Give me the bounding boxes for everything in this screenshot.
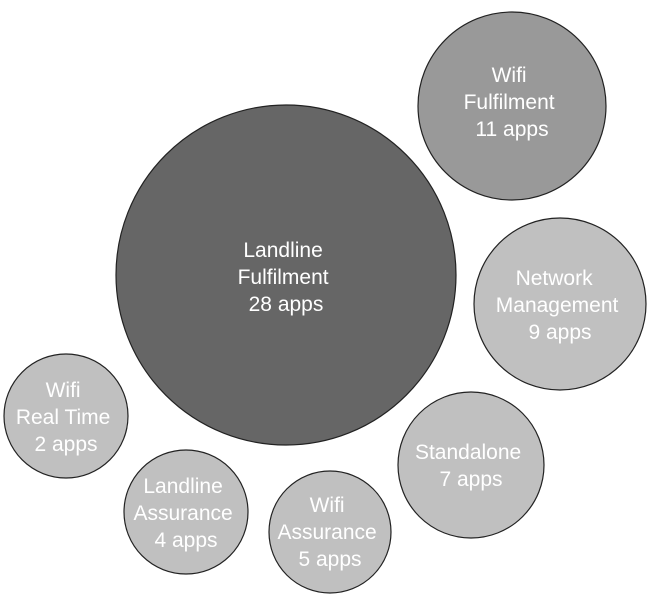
bubble-label-line: Network: [516, 267, 594, 290]
bubble-landline-assurance: Landline Assurance 4 apps: [123, 449, 249, 575]
bubble-label-line: Wifi: [310, 494, 345, 517]
bubble-standalone: Standalone 7 apps: [397, 391, 545, 539]
bubble-label-line: Landline: [143, 475, 222, 498]
bubble-landline-fulfilment: Landline Fulfilment 28 apps: [115, 104, 457, 446]
bubble-circle-landline-assurance: [123, 449, 249, 575]
bubble-label-line: 5 apps: [298, 548, 361, 571]
bubble-circle-wifi-fulfilment: [417, 11, 607, 201]
bubble-label-line: Fulfilment: [238, 266, 329, 289]
bubble-label-line: Real Time: [16, 406, 111, 429]
bubble-label-standalone: Standalone 7 apps: [415, 441, 527, 491]
bubble-label-line: 4 apps: [154, 529, 217, 552]
bubble-wifi-assurance: Wifi Assurance 5 apps: [268, 470, 392, 594]
bubble-label-line: Landline: [243, 239, 322, 262]
bubble-label-landline-assurance: Landline Assurance 4 apps: [133, 475, 238, 552]
bubble-label-line: 9 apps: [528, 321, 591, 344]
bubble-label-line: Wifi: [46, 379, 81, 402]
bubble-label-wifi-real-time: Wifi Real Time 2 apps: [16, 379, 116, 456]
bubble-label-line: Management: [496, 294, 619, 317]
bubble-label-landline-fulfilment: Landline Fulfilment 28 apps: [238, 239, 335, 316]
bubble-label-line: 2 apps: [34, 433, 97, 456]
bubble-label-wifi-fulfilment: Wifi Fulfilment 11 apps: [464, 64, 561, 141]
bubble-wifi-fulfilment: Wifi Fulfilment 11 apps: [417, 11, 607, 201]
bubble-label-line: Standalone: [415, 441, 521, 464]
bubble-label-network-management: Network Management 9 apps: [496, 267, 624, 344]
bubble-circle-standalone: [397, 391, 545, 539]
bubble-label-line: Assurance: [133, 502, 232, 525]
bubble-circle-network-management: [473, 217, 647, 391]
bubble-label-wifi-assurance: Wifi Assurance 5 apps: [277, 494, 382, 571]
bubble-label-line: Assurance: [277, 521, 376, 544]
bubble-label-line: 7 apps: [439, 468, 502, 491]
bubble-wifi-real-time: Wifi Real Time 2 apps: [3, 353, 129, 479]
bubble-circle-landline-fulfilment: [115, 104, 457, 446]
bubble-circle-wifi-assurance: [268, 470, 392, 594]
bubble-label-line: 11 apps: [475, 118, 548, 141]
bubble-label-line: Wifi: [492, 64, 527, 87]
bubble-label-line: 28 apps: [249, 293, 324, 316]
bubble-label-line: Fulfilment: [464, 91, 555, 114]
bubble-network-management: Network Management 9 apps: [473, 217, 647, 391]
bubble-circle-wifi-real-time: [3, 353, 129, 479]
